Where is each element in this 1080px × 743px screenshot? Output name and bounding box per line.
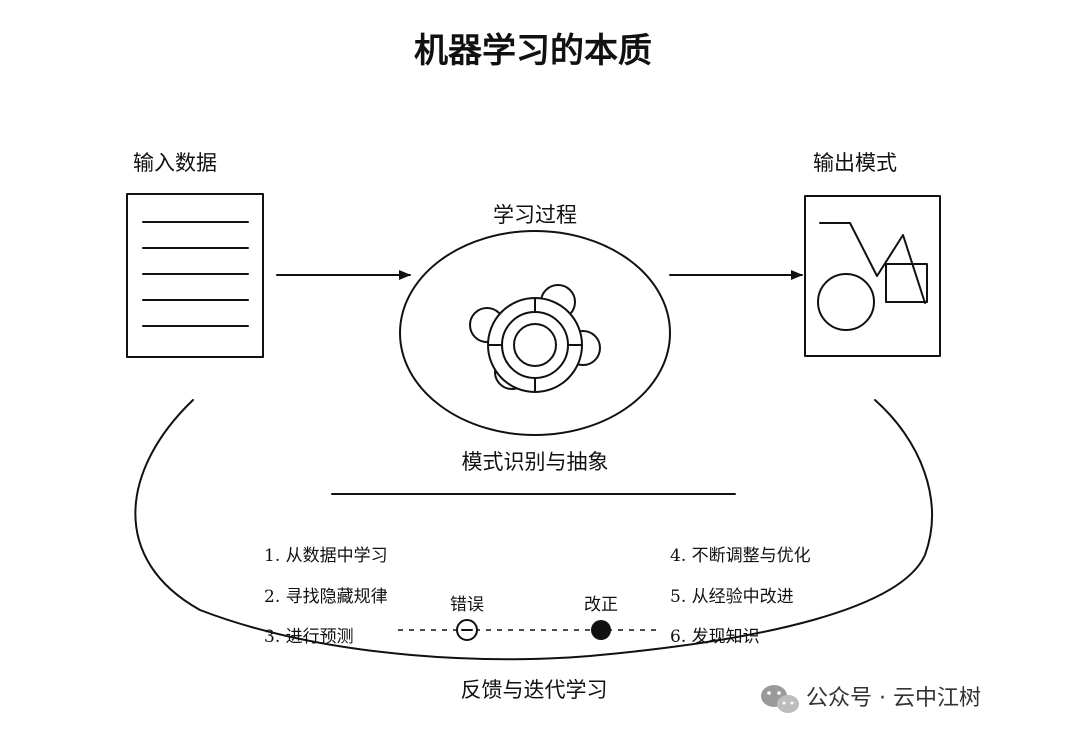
error-marker-icon <box>456 619 478 641</box>
right-item-4: 4. 不断调整与优化 <box>670 546 811 566</box>
left-item-1: 1. 从数据中学习 <box>264 546 388 566</box>
right-item-5: 5. 从经验中改进 <box>670 587 794 607</box>
right-item-6: 6. 发现知识 <box>670 627 760 647</box>
diagram-title: 机器学习的本质 <box>414 31 652 71</box>
process-label: 学习过程 <box>493 203 577 227</box>
wechat-icon <box>761 685 799 713</box>
output-label: 输出模式 <box>813 151 897 175</box>
correct-label: 改正 <box>584 595 618 615</box>
feedback-label: 反馈与迭代学习 <box>461 678 608 702</box>
process-ellipse <box>399 230 671 436</box>
input-document-icon <box>126 193 264 358</box>
output-pattern-icon <box>804 195 941 357</box>
gear-icon <box>469 284 601 393</box>
pattern-label: 模式识别与抽象 <box>462 450 609 474</box>
left-item-2: 2. 寻找隐藏规律 <box>264 587 388 607</box>
correction-marker-icon <box>591 620 611 640</box>
left-item-3: 3. 进行预测 <box>264 627 354 647</box>
input-label: 输入数据 <box>133 151 217 175</box>
watermark-text: 公众号 · 云中江树 <box>806 686 981 711</box>
feedback-loop-curve <box>134 399 933 661</box>
error-label: 错误 <box>450 595 484 615</box>
